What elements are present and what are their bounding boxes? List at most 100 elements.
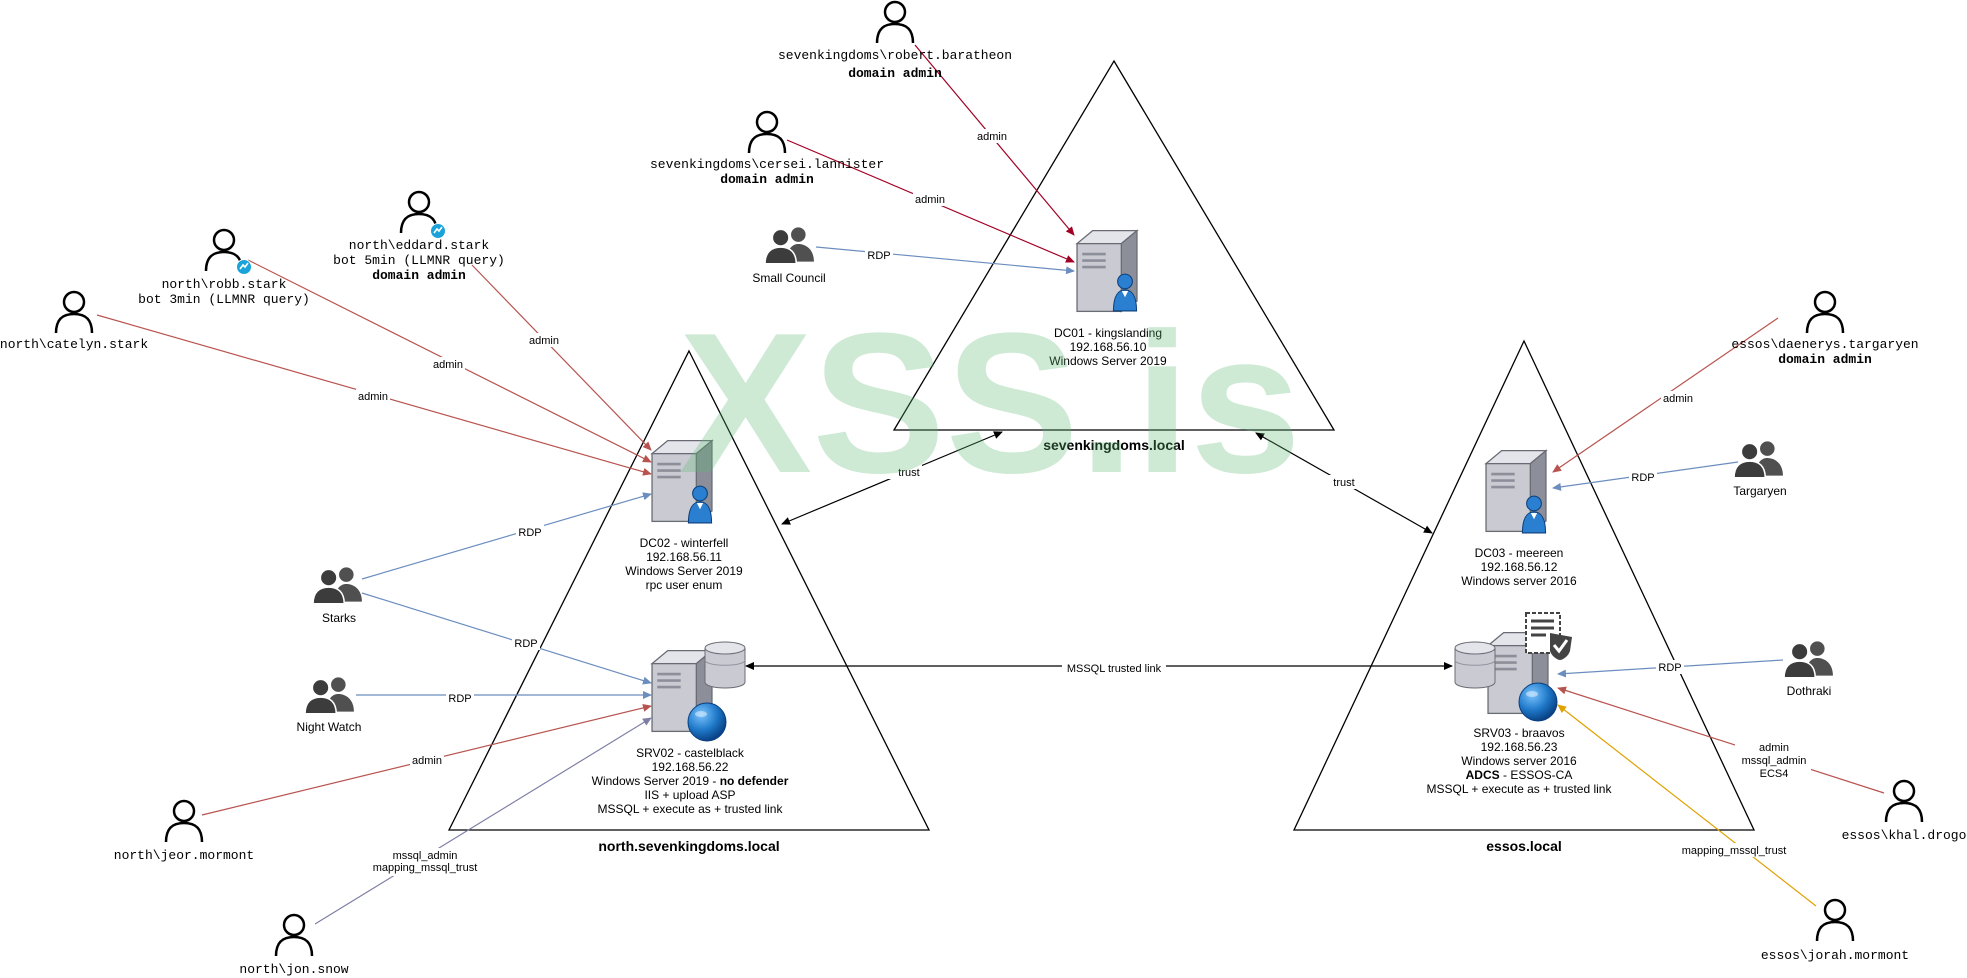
edge-jorah-srv03 (1557, 704, 1817, 907)
user-daenerys-role: domain admin (1778, 352, 1872, 367)
group-icon (1733, 440, 1784, 478)
user-robert-role: domain admin (848, 66, 942, 81)
user-jorah[interactable]: essos\jorah.mormont (1761, 898, 1909, 963)
srv02-line1: SRV02 - castelblack (636, 746, 745, 760)
user-jeor[interactable]: north\jeor.mormont (114, 799, 254, 863)
user-eddard-role: domain admin (372, 268, 466, 283)
person-icon (1805, 290, 1845, 334)
user-robert[interactable]: sevenkingdoms\robert.baratheon domain ad… (778, 0, 1012, 81)
certificate-icon (1524, 611, 1574, 661)
label-drogo-3: ECS4 (1760, 768, 1789, 780)
server-srv02[interactable]: SRV02 - castelblack 192.168.56.22 Window… (592, 641, 789, 816)
domain-label-north: north.sevenkingdoms.local (598, 838, 779, 854)
server-dc03[interactable]: DC03 - meereen 192.168.56.12 Windows ser… (1461, 449, 1577, 588)
label-jon-2: mapping_mssql_trust (373, 862, 478, 874)
group-small-council-label: Small Council (752, 271, 825, 285)
group-night-watch-label: Night Watch (297, 720, 362, 734)
person-icon (54, 290, 94, 334)
group-targaryen-label: Targaryen (1733, 484, 1786, 498)
user-drogo-name: essos\khal.drogo (1842, 828, 1967, 843)
srv02-line2: 192.168.56.22 (652, 760, 729, 774)
domain-label-essos: essos.local (1486, 838, 1562, 854)
user-drogo[interactable]: essos\khal.drogo (1842, 779, 1967, 843)
srv03-line4-bold: ADCS (1466, 768, 1500, 782)
person-icon (1815, 898, 1855, 942)
label-jeor-admin: admin (412, 755, 442, 767)
label-starks-dc02-rdp: RDP (518, 527, 541, 539)
srv03-line3: Windows server 2016 (1461, 754, 1577, 768)
label-trust-north: trust (898, 467, 919, 479)
srv02-line3: Windows Server 2019 - no defender (592, 774, 789, 788)
user-eddard[interactable]: north\eddard.stark bot 5min (LLMNR query… (333, 190, 505, 283)
srv02-line5: MSSQL + execute as + trusted link (598, 802, 784, 816)
user-eddard-sub: bot 5min (LLMNR query) (333, 253, 505, 268)
user-daenerys[interactable]: essos\daenerys.targaryen domain admin (1731, 290, 1919, 367)
sevenkingdoms-triangle (892, 59, 1336, 431)
group-night-watch[interactable]: Night Watch (297, 676, 362, 734)
label-drogo-2: mssql_admin (1742, 755, 1807, 767)
person-icon (875, 0, 915, 44)
label-nightwatch-rdp: RDP (448, 693, 471, 705)
server-srv03[interactable]: SRV03 - braavos 192.168.56.23 Windows se… (1427, 611, 1613, 796)
label-dothraki-rdp: RDP (1658, 662, 1681, 674)
group-small-council[interactable]: Small Council (752, 226, 826, 285)
bot-badge-icon (236, 259, 252, 275)
label-smallcouncil-rdp: RDP (867, 250, 890, 262)
srv03-line2: 192.168.56.23 (1481, 740, 1558, 754)
edge-jon-srv02 (314, 717, 652, 925)
label-trust-essos: trust (1333, 477, 1354, 489)
group-icon (764, 226, 815, 264)
label-jon-1: mssql_admin (393, 850, 458, 862)
user-eddard-name: north\eddard.stark (349, 238, 490, 253)
dc01-line2: 192.168.56.10 (1070, 340, 1147, 354)
label-cersei-admin: admin (915, 194, 945, 206)
group-starks[interactable]: Starks (312, 566, 363, 625)
database-icon (704, 641, 746, 689)
label-starks-srv02-rdp: RDP (514, 638, 537, 650)
watermark: XSS.is (679, 292, 1302, 515)
globe-icon (687, 702, 727, 742)
srv03-line1: SRV03 - braavos (1473, 726, 1564, 740)
dc03-line3: Windows server 2016 (1461, 574, 1577, 588)
label-mssql-link: MSSQL trusted link (1067, 663, 1162, 675)
database-icon (1454, 641, 1496, 689)
group-dothraki[interactable]: Dothraki (1783, 640, 1834, 698)
edge-smallcouncil-dc01 (815, 246, 1075, 275)
edge-starks-srv02 (361, 592, 652, 685)
user-catelyn-name: north\catelyn.stark (0, 337, 148, 352)
label-targaryen-rdp: RDP (1631, 472, 1654, 484)
user-robb-name: north\robb.stark (162, 277, 287, 292)
group-targaryen[interactable]: Targaryen (1733, 440, 1787, 498)
bot-badge-icon (430, 223, 446, 239)
group-icon (1783, 640, 1834, 678)
srv03-line4-rest: - ESSOS-CA (1500, 768, 1573, 782)
srv02-line4: IIS + upload ASP (644, 788, 735, 802)
dc02-line1: DC02 - winterfell (640, 536, 729, 550)
essos-triangle (1292, 339, 1756, 831)
globe-icon (1518, 682, 1558, 722)
label-eddard-admin: admin (529, 335, 559, 347)
srv03-line4: ADCS - ESSOS-CA (1466, 768, 1573, 782)
user-jon[interactable]: north\jon.snow (239, 913, 349, 977)
edge-eddard-dc02 (471, 264, 652, 451)
server-dc02[interactable]: DC02 - winterfell 192.168.56.11 Windows … (625, 439, 743, 592)
group-icon (304, 676, 355, 714)
label-robb-admin: admin (433, 359, 463, 371)
person-icon (747, 110, 787, 154)
user-robb[interactable]: north\robb.stark bot 3min (LLMNR query) (138, 228, 310, 307)
dc02-line2: 192.168.56.11 (646, 550, 722, 564)
dc01-line3: Windows Server 2019 (1049, 354, 1167, 368)
edge-starks-dc02 (361, 492, 652, 580)
edge-drogo-srv03 (1557, 686, 1885, 794)
user-jeor-name: north\jeor.mormont (114, 848, 254, 863)
server-dc01[interactable]: DC01 - kingslanding 192.168.56.10 Window… (1049, 229, 1167, 368)
dc03-line2: 192.168.56.12 (1481, 560, 1558, 574)
person-icon (164, 799, 204, 843)
label-daenerys-admin: admin (1663, 393, 1693, 405)
group-starks-label: Starks (322, 611, 356, 625)
user-catelyn[interactable]: north\catelyn.stark (0, 290, 148, 352)
user-cersei[interactable]: sevenkingdoms\cersei.lannister domain ad… (650, 110, 884, 187)
dc02-line4: rpc user enum (646, 578, 723, 592)
user-jon-name: north\jon.snow (239, 962, 348, 977)
